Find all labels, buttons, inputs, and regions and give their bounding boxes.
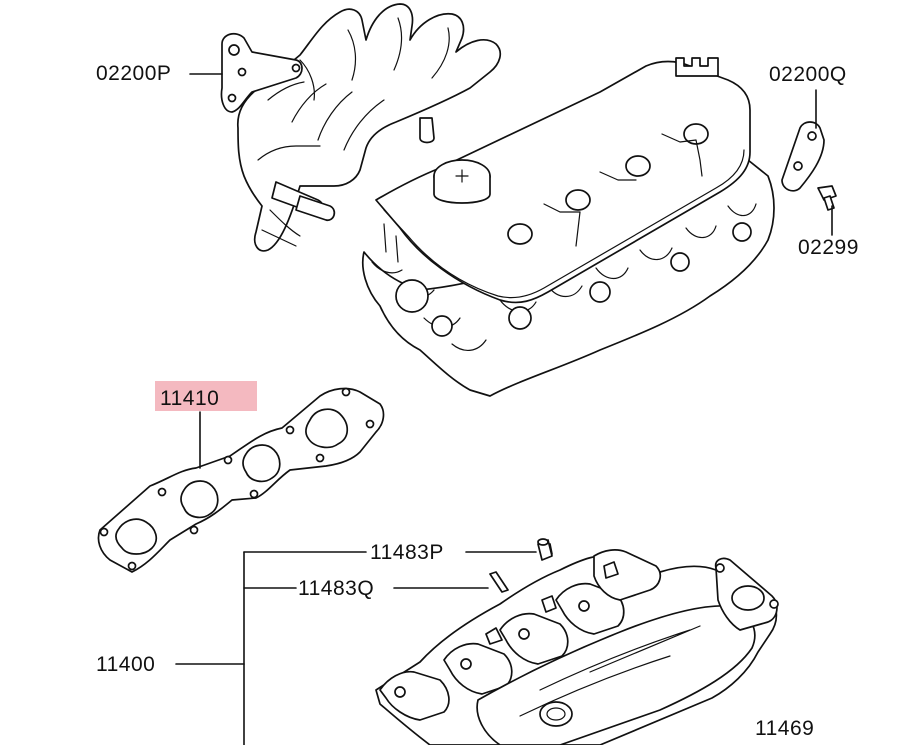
label-11483Q[interactable]: 11483Q [298,577,375,600]
highlight-11410 [155,381,257,411]
bracket-02200P-drawing [220,32,303,113]
label-11483P[interactable]: 11483P [370,541,444,564]
label-11400[interactable]: 11400 [96,653,156,676]
exhaust-manifold-drawing [237,3,502,252]
bolt-02299-drawing [817,185,837,211]
label-02200Q[interactable]: 02200Q [769,63,847,86]
stud-11483P-drawing [537,538,553,561]
pin-11483Q-drawing [489,571,509,593]
bracket-02200Q-drawing [781,121,825,192]
intake-manifold-drawing [375,543,779,745]
cylinder-head-drawing [361,57,775,397]
label-11469[interactable]: 11469 [755,717,815,740]
label-02299[interactable]: 02299 [798,236,859,259]
label-02200P[interactable]: 02200P [96,62,172,85]
gasket-11410-drawing [97,387,385,573]
label-11410[interactable]: 11410 [160,387,220,410]
leader-lines [175,73,833,745]
